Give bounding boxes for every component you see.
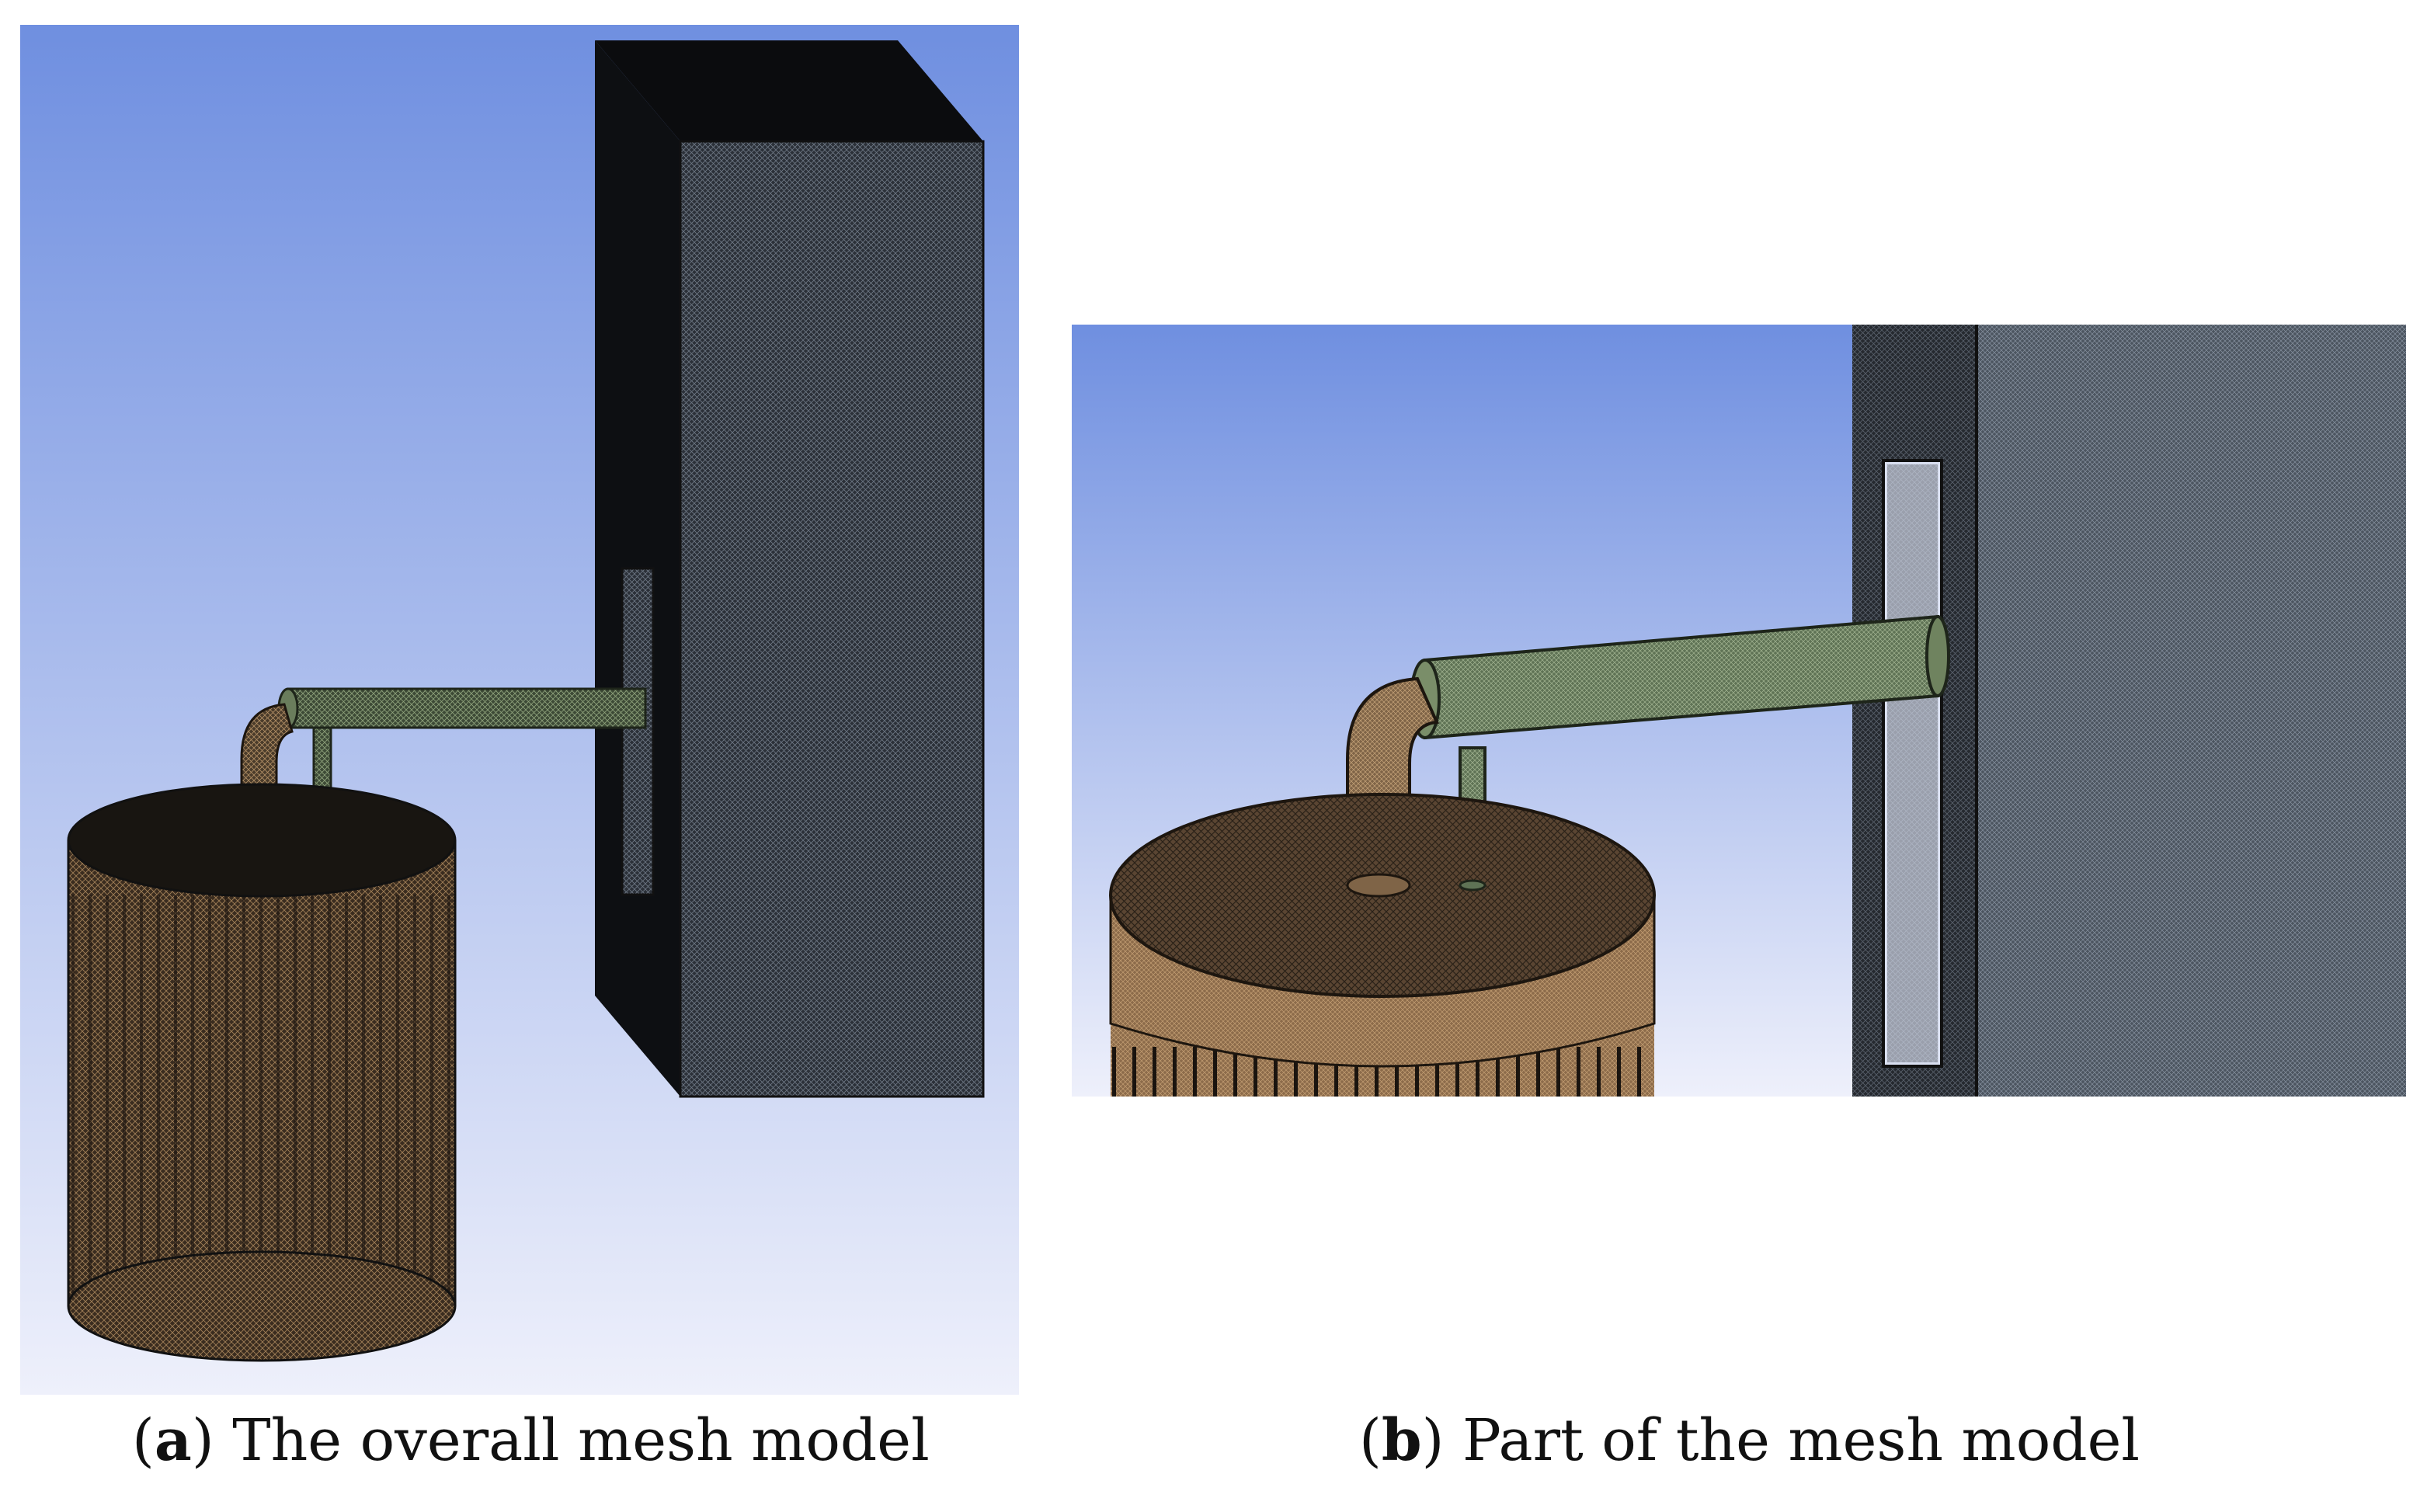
horizontal-pipe xyxy=(277,687,647,729)
caption-a-letter: a xyxy=(154,1407,192,1474)
caption-b-text: Part of the mesh model xyxy=(1462,1407,2140,1474)
caption-b: (b) Part of the mesh model xyxy=(1359,1407,2140,1474)
caption-b-letter: b xyxy=(1381,1407,1422,1474)
panel-a-overall-mesh xyxy=(20,25,1019,1395)
caption-a-text: The overall mesh model xyxy=(232,1407,930,1474)
partial-mesh-render xyxy=(1072,325,2406,1097)
cylindrical-tank xyxy=(67,783,457,1362)
box-wall xyxy=(1852,325,2406,1097)
cylindrical-tank xyxy=(1109,793,1656,1097)
overall-mesh-render xyxy=(20,25,1019,1395)
tall-box xyxy=(595,40,985,1098)
caption-a: (a) The overall mesh model xyxy=(132,1407,930,1474)
panel-b-partial-mesh xyxy=(1072,325,2406,1097)
